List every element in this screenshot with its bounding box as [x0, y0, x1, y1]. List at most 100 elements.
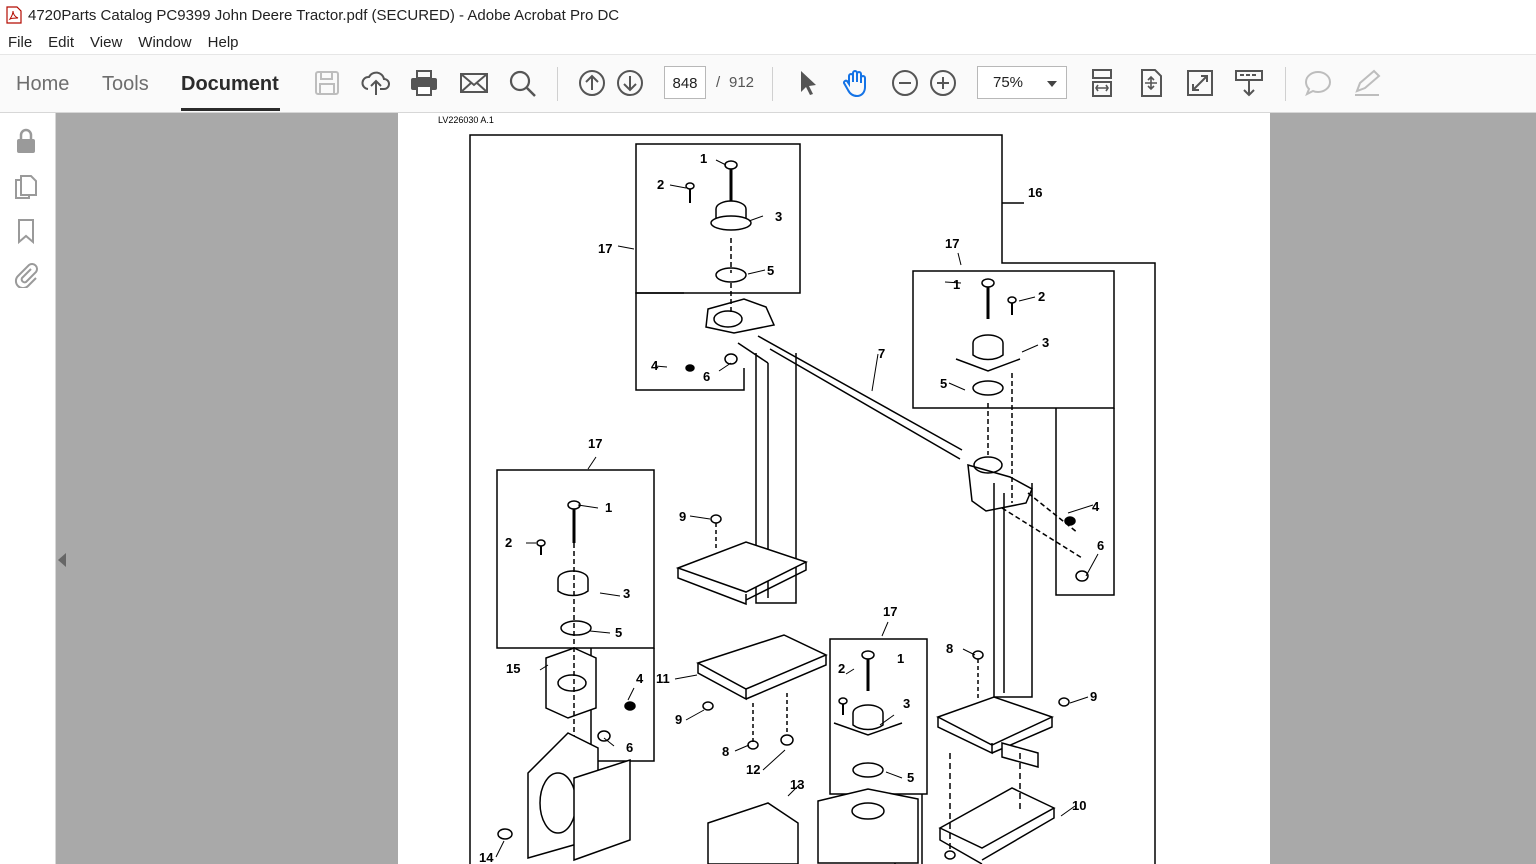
pages-icon[interactable]: [12, 173, 40, 201]
mount-hole: [973, 456, 1003, 474]
window-title: 4720Parts Catalog PC9399 John Deere Trac…: [28, 6, 620, 24]
left-navigation-panel: [0, 113, 56, 864]
bookmark-icon[interactable]: [12, 217, 40, 245]
detail-box: [635, 292, 745, 391]
mounting-plate: [675, 541, 808, 593]
callout-4: 4: [1092, 499, 1100, 514]
mounting-plate-10: [938, 787, 1056, 849]
zoom-out-icon[interactable]: [889, 67, 921, 99]
scroll-mode-icon[interactable]: [1086, 67, 1118, 99]
callout-2: 2: [505, 535, 512, 550]
mount-assembly: [685, 160, 776, 372]
callout-12: 12: [746, 762, 760, 777]
chevron-down-icon[interactable]: [1047, 81, 1057, 87]
mount-assembly: [497, 500, 636, 862]
zoom-in-icon[interactable]: [927, 67, 959, 99]
menu-file[interactable]: File: [8, 33, 33, 51]
menu-bar: File Edit View Window Help: [0, 30, 1536, 55]
callout-17: 17: [945, 236, 959, 251]
tab-document[interactable]: Document: [181, 73, 279, 95]
mount-assembly: [955, 278, 1089, 582]
attachment-icon[interactable]: [12, 260, 40, 288]
tab-home[interactable]: Home: [16, 73, 70, 95]
callout-5: 5: [767, 263, 774, 278]
callout-6: 6: [703, 369, 710, 384]
callout-1: 1: [700, 151, 707, 166]
pdf-page: LV226030 A.1: [398, 113, 1270, 864]
comment-icon[interactable]: [1302, 67, 1334, 99]
detail-box: [590, 648, 655, 762]
callout-3: 3: [1042, 335, 1049, 350]
callout-3: 3: [903, 696, 910, 711]
fit-page-icon[interactable]: [1135, 67, 1167, 99]
callout-7: 7: [878, 346, 885, 361]
zoom-value: 75%: [993, 74, 1024, 91]
mount-assembly: [707, 650, 919, 864]
callout-2: 2: [1038, 289, 1045, 304]
callout-3: 3: [623, 586, 630, 601]
title-bar: 4720Parts Catalog PC9399 John Deere Trac…: [0, 0, 1536, 30]
callout-1: 1: [953, 277, 960, 292]
toolbar-separator: [1285, 67, 1286, 101]
active-tab-indicator: [181, 108, 280, 111]
crossbeam: [737, 335, 963, 460]
callout-17: 17: [598, 241, 612, 256]
zoom-select[interactable]: 75%: [977, 66, 1067, 99]
sign-icon[interactable]: [1351, 67, 1383, 99]
right-mount-plate: [967, 463, 1033, 512]
lock-icon[interactable]: [12, 127, 40, 155]
page-separator: /: [716, 74, 721, 91]
callout-14: 14: [479, 850, 494, 864]
toolbar-separator: [772, 67, 773, 101]
email-icon[interactable]: [458, 67, 490, 99]
collapse-panel-icon[interactable]: [58, 553, 66, 567]
callout-5: 5: [940, 376, 947, 391]
bolt-head: [944, 850, 956, 860]
arrow-down-icon[interactable]: [614, 67, 646, 99]
mounting-plate-11: [696, 634, 828, 690]
menu-window[interactable]: Window: [138, 33, 192, 51]
tab-tools[interactable]: Tools: [102, 73, 149, 95]
detail-box: [1055, 408, 1115, 596]
read-mode-icon[interactable]: [1233, 67, 1265, 99]
bolt-head: [1058, 697, 1070, 707]
callout-2: 2: [838, 661, 845, 676]
cloud-upload-icon[interactable]: [360, 67, 392, 99]
arrow-up-icon[interactable]: [576, 67, 608, 99]
full-screen-icon[interactable]: [1184, 67, 1216, 99]
diagram-frame: [469, 134, 1156, 864]
page-number-input[interactable]: 848: [664, 66, 706, 99]
pdf-file-icon: [6, 6, 22, 24]
main-toolbar: Home Tools Document 848 / 912 75%: [0, 55, 1536, 113]
leader-lines: [495, 159, 1099, 858]
detail-box: [635, 143, 801, 294]
callout-11: 11: [656, 671, 670, 686]
callout-6: 6: [626, 740, 633, 755]
search-icon[interactable]: [506, 67, 538, 99]
figure-id: LV226030 A.1: [438, 115, 494, 125]
callout-5: 5: [615, 625, 622, 640]
callout-4: 4: [651, 358, 659, 373]
print-icon[interactable]: [408, 67, 440, 99]
callout-4: 4: [636, 671, 644, 686]
menu-help[interactable]: Help: [207, 33, 239, 51]
callout-1: 1: [605, 500, 612, 515]
callout-16: 16: [1028, 185, 1042, 200]
select-cursor-icon[interactable]: [792, 67, 824, 99]
menu-edit[interactable]: Edit: [48, 33, 75, 51]
callout-17: 17: [883, 604, 897, 619]
callout-2: 2: [657, 177, 664, 192]
bolt-head: [747, 740, 759, 750]
save-icon[interactable]: [311, 67, 343, 99]
callout-8: 8: [722, 744, 729, 759]
detail-box: [912, 270, 1115, 409]
hand-tool-icon[interactable]: [840, 67, 872, 99]
bolt-head: [780, 734, 794, 746]
page-total: 912: [729, 74, 755, 91]
toolbar-separator: [557, 67, 558, 101]
callout-1: 1: [897, 651, 904, 666]
callout-13: 13: [790, 777, 804, 792]
callout-8: 8: [946, 641, 953, 656]
callout-9: 9: [679, 509, 686, 524]
menu-view[interactable]: View: [90, 33, 123, 51]
